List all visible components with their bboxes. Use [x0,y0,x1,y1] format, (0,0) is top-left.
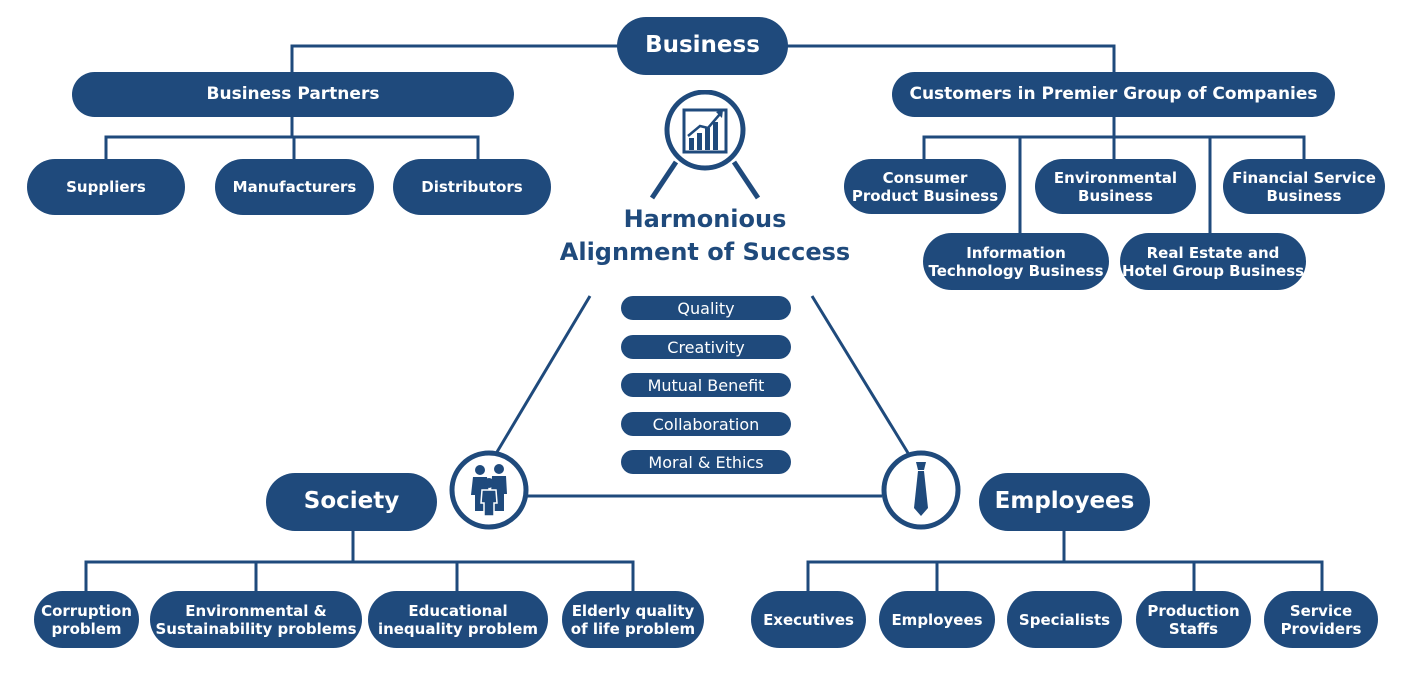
customer-information-technology[interactable]: Information Technology Business [923,233,1109,290]
society-item-line1: Corruption [41,601,132,620]
partner-label: Manufacturers [232,178,357,196]
employees-item-line1: Production [1147,601,1240,620]
center-title-line1: Harmonious [623,205,787,233]
customer-label-line2: Business [1078,186,1153,205]
customer-label-line1: Financial Service [1232,168,1376,187]
customer-consumer-product[interactable]: Consumer Product Business [844,159,1006,214]
necktie-icon [881,450,961,534]
partner-label: Distributors [421,178,523,196]
customer-label-line1: Consumer [882,168,968,187]
customer-label-line2: Hotel Group Business [1121,261,1305,280]
employees-employees[interactable]: Employees [879,591,995,648]
society-item-line2: Sustainability problems [155,619,357,638]
business-node[interactable]: Business [617,17,788,75]
employees-item-line1: Specialists [1018,610,1111,629]
employees-service-providers[interactable]: Service Providers [1264,591,1378,648]
society-item-line2: inequality problem [377,619,539,638]
employees-specialists[interactable]: Specialists [1007,591,1122,648]
business-partners-node[interactable]: Business Partners [72,72,514,117]
growth-chart-icon [640,89,770,206]
customer-real-estate-hotel[interactable]: Real Estate and Hotel Group Business [1120,233,1306,290]
partner-manufacturers[interactable]: Manufacturers [215,159,374,215]
employees-production-staffs[interactable]: Production Staffs [1136,591,1251,648]
employees-label: Employees [994,488,1135,515]
center-title: Harmonious Alignment of Success [540,203,870,269]
customer-financial-service[interactable]: Financial Service Business [1223,159,1385,214]
society-node[interactable]: Society [266,473,437,531]
employees-item-line2: Providers [1280,619,1362,638]
customer-label-line2: Technology Business [928,261,1104,280]
customers-label: Customers in Premier Group of Companies [909,84,1318,105]
center-title-line2: Alignment of Success [559,238,851,266]
value-label: Creativity [667,337,745,357]
people-group-icon [449,450,529,534]
customer-label-line2: Product Business [851,186,999,205]
customers-node[interactable]: Customers in Premier Group of Companies [892,72,1335,117]
customer-label-line1: Real Estate and [1146,243,1280,262]
value-collaboration: Collaboration [621,412,791,436]
value-label: Quality [677,298,735,318]
employees-item-line2: Staffs [1168,619,1219,638]
value-label: Mutual Benefit [647,375,765,395]
customer-label-line1: Environmental [1053,168,1178,187]
value-label: Collaboration [652,414,760,434]
partner-label: Suppliers [66,178,146,196]
society-corruption[interactable]: Corruption problem [34,591,139,648]
employees-node[interactable]: Employees [979,473,1150,531]
society-item-line1: Educational [408,601,508,620]
employees-item-line1: Executives [763,610,854,629]
society-item-line2: of life problem [570,619,696,638]
customer-label-line2: Business [1266,186,1342,205]
value-creativity: Creativity [621,335,791,359]
employees-item-line1: Service [1289,601,1353,620]
value-moral-ethics: Moral & Ethics [621,450,791,474]
partner-suppliers[interactable]: Suppliers [27,159,185,215]
business-label: Business [645,32,760,59]
partner-distributors[interactable]: Distributors [393,159,551,215]
value-quality: Quality [621,296,791,320]
employees-executives[interactable]: Executives [751,591,866,648]
value-label: Moral & Ethics [648,452,764,472]
value-mutual-benefit: Mutual Benefit [621,373,791,397]
society-educational-inequality[interactable]: Educational inequality problem [368,591,548,648]
society-environmental-sustainability[interactable]: Environmental & Sustainability problems [150,591,362,648]
society-item-line1: Elderly quality [571,601,695,620]
business-partners-label: Business Partners [206,84,380,105]
society-label: Society [303,488,400,515]
society-item-line1: Environmental & [185,601,327,620]
customer-label-line1: Information [966,243,1066,262]
society-elderly-quality[interactable]: Elderly quality of life problem [562,591,704,648]
employees-item-line1: Employees [891,610,983,629]
customer-environmental[interactable]: Environmental Business [1035,159,1196,214]
society-item-line2: problem [51,619,122,638]
